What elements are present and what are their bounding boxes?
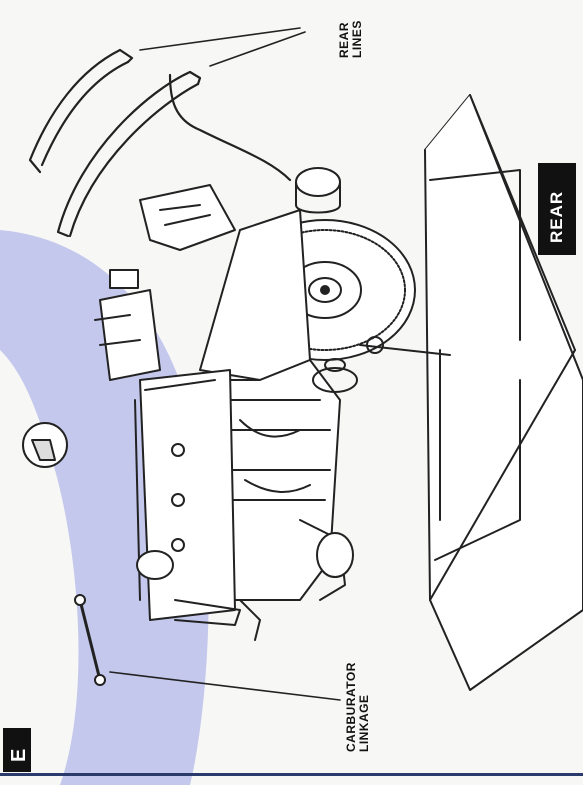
rear-badge-text: REAR	[547, 190, 566, 243]
bottom-rule	[0, 773, 583, 776]
engine-stand	[424, 94, 583, 691]
section-letter: E	[8, 748, 30, 762]
intake-assembly	[94, 184, 236, 381]
rear-lines-label: REAR LINES	[337, 20, 364, 58]
carburator-linkage-rod	[74, 594, 341, 701]
filler-cap	[295, 167, 341, 214]
connector-detail	[22, 422, 68, 468]
cylinder-head	[134, 369, 241, 626]
rear-lines-pointers	[139, 27, 306, 67]
rear-lines-hoses	[28, 48, 292, 238]
section-letter-box: E	[3, 728, 31, 772]
carburator-linkage-label: CARBURATOR LINKAGE	[344, 662, 371, 752]
rear-badge: REAR	[538, 163, 576, 255]
